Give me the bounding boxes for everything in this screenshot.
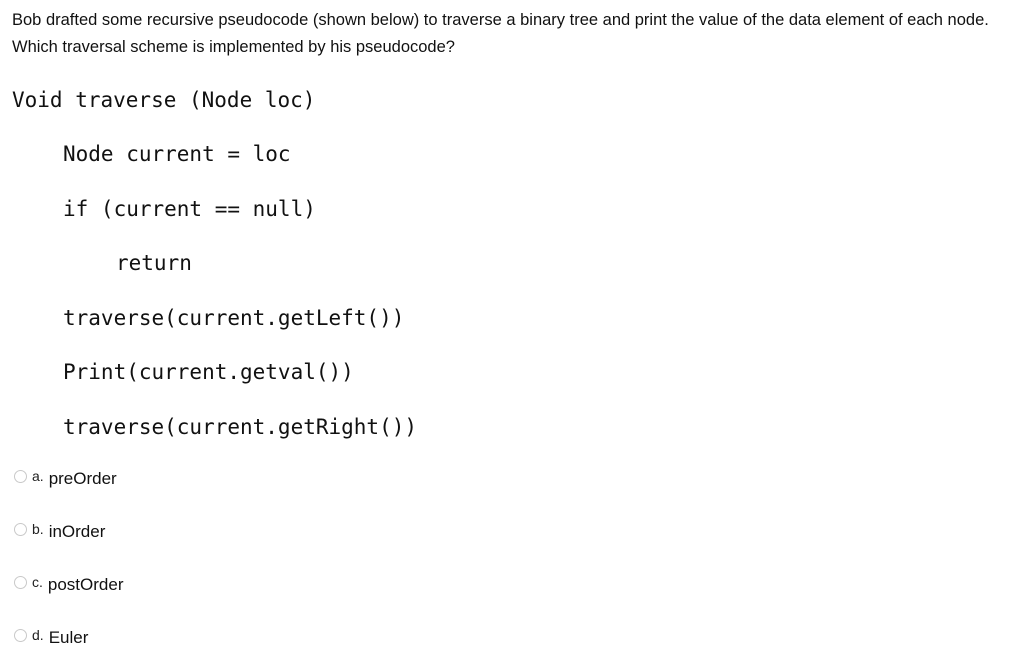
option-label: Euler: [48, 628, 89, 647]
option-b[interactable]: b. inOrder: [14, 521, 106, 542]
option-letter: a.: [32, 468, 44, 484]
option-label: preOrder: [48, 469, 117, 488]
option-d[interactable]: d. Euler: [14, 627, 89, 648]
option-letter: d.: [32, 627, 44, 643]
option-letter: c.: [32, 574, 43, 590]
radio-button[interactable]: [14, 522, 27, 536]
code-line-assignment: Node current = loc: [63, 142, 291, 166]
option-a[interactable]: a. preOrder: [14, 468, 117, 489]
question-text: Bob drafted some recursive pseudocode (s…: [12, 11, 989, 56]
option-label: inOrder: [48, 522, 106, 541]
radio-button[interactable]: [14, 469, 27, 483]
code-line-if: if (current == null): [63, 197, 316, 221]
code-line-traverse-left: traverse(current.getLeft()): [63, 306, 405, 330]
radio-button[interactable]: [14, 628, 27, 642]
code-line-traverse-right: traverse(current.getRight()): [63, 415, 418, 439]
option-c[interactable]: c. postOrder: [14, 574, 124, 595]
radio-button[interactable]: [14, 575, 27, 589]
code-line-print: Print(current.getval()): [63, 360, 354, 384]
code-line-signature: Void traverse (Node loc): [12, 88, 316, 112]
code-line-return: return: [116, 251, 192, 275]
option-label: postOrder: [47, 575, 124, 594]
option-letter: b.: [32, 521, 44, 537]
